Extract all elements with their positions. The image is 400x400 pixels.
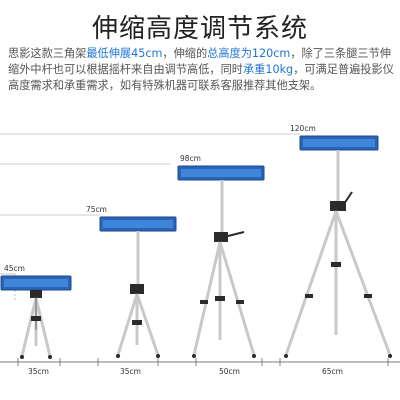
tripod-45cm bbox=[0, 275, 72, 359]
desc-text-4: ，可满足普遍投影仪高度需求和承重需求，如有特殊机器可联系客服推荐其他支架。 bbox=[8, 63, 394, 92]
tripod-120cm bbox=[284, 135, 392, 358]
desc-text-2: ，伸缩的 bbox=[162, 47, 208, 60]
desc-highlight-load: 承重10kg bbox=[242, 63, 294, 76]
desc-text-1: 思影这款三角架 bbox=[8, 47, 87, 60]
width-label-3: 50cm bbox=[219, 367, 240, 376]
width-label-1: 35cm bbox=[28, 367, 49, 376]
description: 思影这款三角架最低伸展45cm，伸缩的总高度为120cm，除了三条腿三节伸缩外中… bbox=[8, 46, 396, 94]
page-title: 伸缩高度调节系统 bbox=[91, 14, 308, 44]
height-label-45: 45cm bbox=[4, 264, 25, 273]
baseline bbox=[0, 358, 400, 366]
desc-highlight-total-height: 总高度为120cm bbox=[207, 47, 291, 60]
tripod-75cm bbox=[99, 216, 177, 358]
height-label-98: 98cm bbox=[180, 154, 201, 163]
height-label-120: 120cm bbox=[290, 124, 316, 133]
desc-text-3: ，除了三条腿三节伸缩外中杆也可以根据摇杆来自由调节高低，同时 bbox=[8, 47, 391, 76]
width-label-4: 65cm bbox=[322, 367, 343, 376]
height-guide-lines bbox=[0, 133, 300, 275]
height-label-75: 75cm bbox=[86, 205, 107, 214]
desc-highlight-min-height: 最低伸展45cm bbox=[86, 47, 163, 60]
tripod-98cm bbox=[177, 165, 265, 358]
width-label-2: 35cm bbox=[120, 367, 141, 376]
